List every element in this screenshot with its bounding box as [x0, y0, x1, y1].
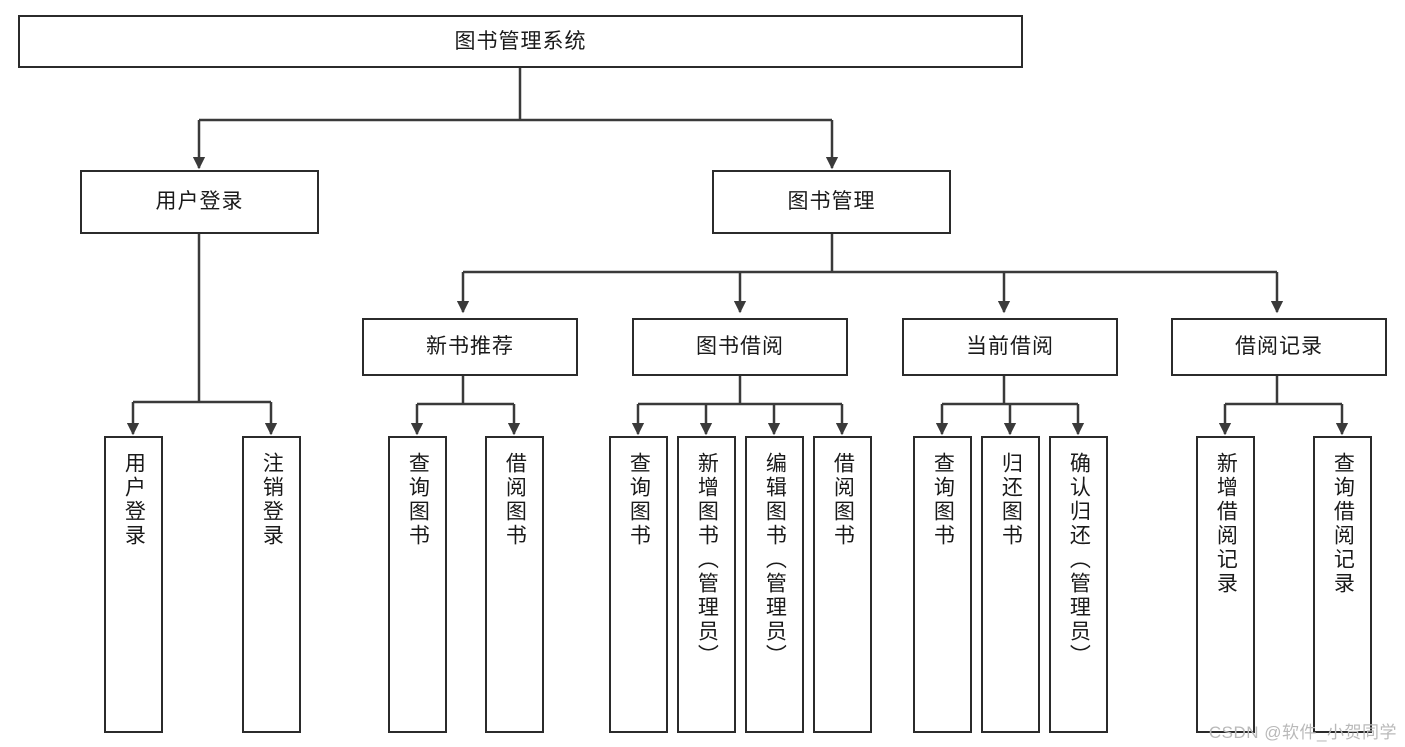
node-new-book-recommend[interactable]: 新书推荐 [362, 318, 578, 376]
leaf-user-login-2[interactable]: 注销登录 [242, 436, 301, 733]
leaf-user-login-1-label: 用户登录 [122, 452, 146, 548]
leaf-book-borrow-4-label: 借阅图书 [831, 452, 855, 548]
leaf-book-borrow-1-label: 查询图书 [627, 452, 651, 548]
leaf-current-borrow-3-label: 确认归还（管理员） [1067, 452, 1091, 668]
node-user-login[interactable]: 用户登录 [80, 170, 319, 234]
leaf-user-login-1[interactable]: 用户登录 [104, 436, 163, 733]
leaf-user-login-2-label: 注销登录 [260, 452, 284, 548]
node-new-book-recommend-label: 新书推荐 [426, 335, 514, 359]
leaf-borrow-record-2[interactable]: 查询借阅记录 [1313, 436, 1372, 733]
node-root[interactable]: 图书管理系统 [18, 15, 1023, 68]
leaf-new-book-recommend-2[interactable]: 借阅图书 [485, 436, 544, 733]
node-borrow-record[interactable]: 借阅记录 [1171, 318, 1387, 376]
leaf-current-borrow-3[interactable]: 确认归还（管理员） [1049, 436, 1108, 733]
leaf-book-borrow-2[interactable]: 新增图书（管理员） [677, 436, 736, 733]
leaf-current-borrow-1[interactable]: 查询图书 [913, 436, 972, 733]
leaf-borrow-record-1-label: 新增借阅记录 [1214, 452, 1238, 596]
node-current-borrow[interactable]: 当前借阅 [902, 318, 1118, 376]
node-borrow-record-label: 借阅记录 [1235, 335, 1323, 359]
node-book-manage[interactable]: 图书管理 [712, 170, 951, 234]
leaf-book-borrow-3-label: 编辑图书（管理员） [763, 452, 787, 668]
leaf-current-borrow-2[interactable]: 归还图书 [981, 436, 1040, 733]
leaf-book-borrow-4[interactable]: 借阅图书 [813, 436, 872, 733]
leaf-new-book-recommend-2-label: 借阅图书 [503, 452, 527, 548]
leaf-new-book-recommend-1-label: 查询图书 [406, 452, 430, 548]
leaf-current-borrow-2-label: 归还图书 [999, 452, 1023, 548]
leaf-current-borrow-1-label: 查询图书 [931, 452, 955, 548]
node-book-borrow[interactable]: 图书借阅 [632, 318, 848, 376]
leaf-book-borrow-3[interactable]: 编辑图书（管理员） [745, 436, 804, 733]
leaf-borrow-record-2-label: 查询借阅记录 [1331, 452, 1355, 596]
node-book-manage-label: 图书管理 [787, 190, 876, 214]
leaf-book-borrow-1[interactable]: 查询图书 [609, 436, 668, 733]
leaf-borrow-record-1[interactable]: 新增借阅记录 [1196, 436, 1255, 733]
node-current-borrow-label: 当前借阅 [966, 335, 1054, 359]
leaf-new-book-recommend-1[interactable]: 查询图书 [388, 436, 447, 733]
node-root-label: 图书管理系统 [454, 29, 587, 53]
node-user-login-label: 用户登录 [155, 190, 244, 214]
node-book-borrow-label: 图书借阅 [696, 335, 784, 359]
leaf-book-borrow-2-label: 新增图书（管理员） [695, 452, 719, 668]
